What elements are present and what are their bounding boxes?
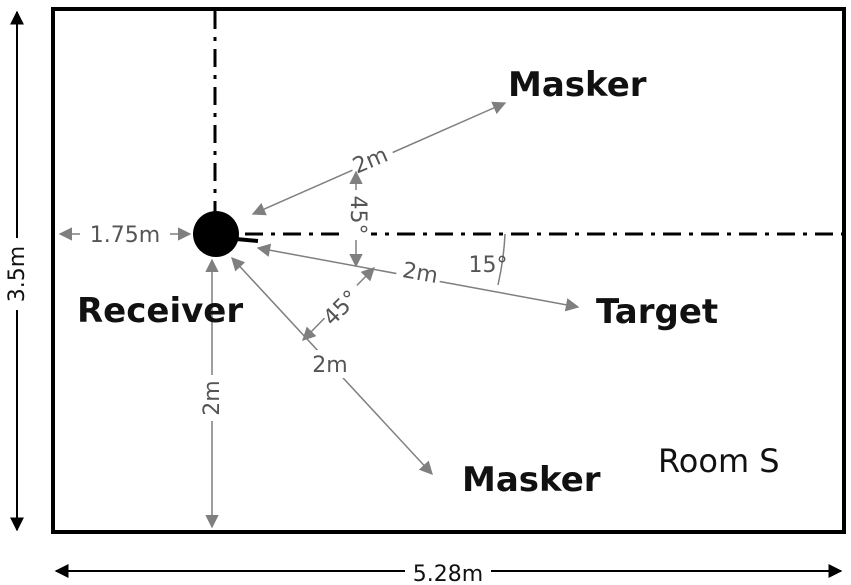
angle-15-arc [497,233,506,286]
masker-top-label: Masker [508,65,647,105]
dim-receiver-y-label: 2m [200,380,225,415]
angle-top-label: 45° [345,196,370,235]
receiver-dot [193,211,239,257]
dim-receiver-x-label: 1.75m [90,223,160,248]
angle-target-label: 15° [469,253,508,278]
dim-width-label: 5.28m [413,562,483,585]
dim-height-label: 3.5m [5,246,30,302]
receiver-label: Receiver [77,291,243,331]
room-boundary [51,7,846,534]
masker-bottom-label: Masker [462,460,601,500]
target-label: Target [596,292,718,332]
dim-target-label: 2m [401,258,440,289]
receiver-ear-mark [235,237,259,243]
dim-bottom-masker-label: 2m [312,353,347,378]
room-label: Room S [658,442,780,480]
